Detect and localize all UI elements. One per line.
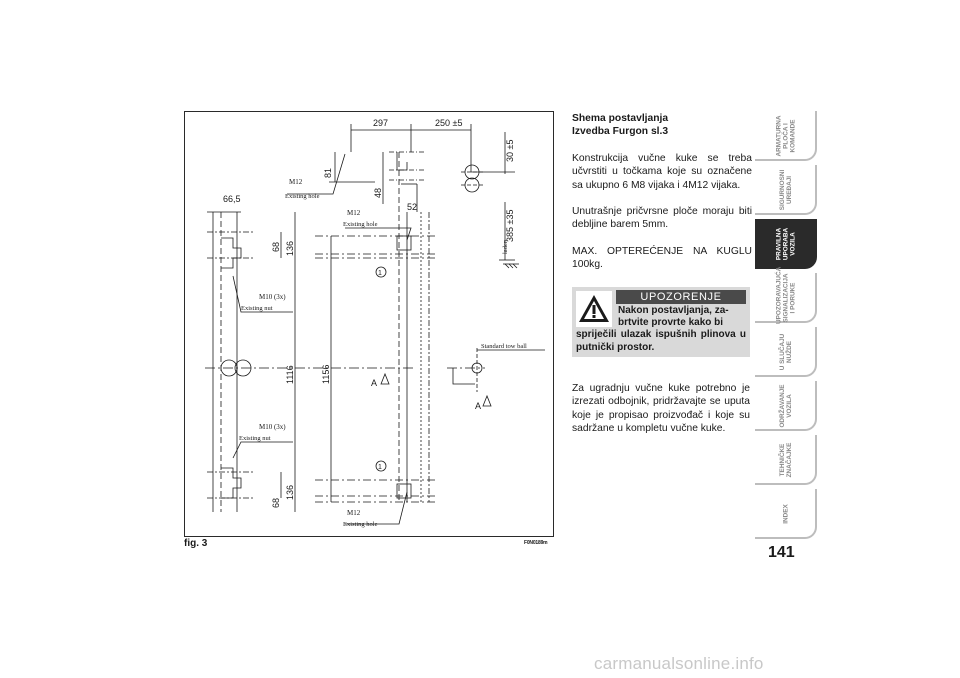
paragraph-2: Unutrašnje pričvrsne ploče moraju biti d… xyxy=(572,206,752,231)
dim-68-top: 68 xyxy=(271,242,281,252)
existing-hole-label-bottom: Existing hole xyxy=(343,521,378,528)
warning-line-1: Nakon postavljanja, za- xyxy=(618,305,729,316)
warning-text: Nakon postavljanja, za- brtvite provrte … xyxy=(576,305,746,354)
dim-1116: 1116 xyxy=(285,365,295,384)
tab-sigurnosni-uredaji[interactable]: SIGURNOSNI UREĐAJI xyxy=(755,165,817,215)
body-text: Shema postavljanja Izvedba Furgon sl.3 K… xyxy=(572,112,752,285)
tab-label: TEHNIČKE ZNAČAJKE xyxy=(779,442,793,478)
m12-label-top: M12 xyxy=(289,178,303,186)
figure-label: fig. 3 xyxy=(184,538,208,549)
dim-30: 30 ±5 xyxy=(505,140,515,162)
page-number: 141 xyxy=(768,544,795,561)
tab-label: INDEX xyxy=(782,504,790,524)
warning-box: UPOZORENJE Nakon postavljanja, za- brtvi… xyxy=(572,287,750,357)
tab-tehnicke-znacajke[interactable]: TEHNIČKE ZNAČAJKE xyxy=(755,435,817,485)
tab-armaturna-ploca[interactable]: ARMATURNA PLOČA I KOMANDE xyxy=(755,111,817,161)
tow-ball-label: Standard tow ball xyxy=(481,343,527,350)
tab-pravilna-uporaba[interactable]: PRAVILNA UPORABA VOZILA xyxy=(755,219,817,269)
warning-line-rest: spriječili ulazak ispušnih plinova u put… xyxy=(576,329,746,353)
paragraph-4: Za ugradnju vučne kuke potrebno je izrez… xyxy=(572,383,750,435)
dim-48: 48 xyxy=(373,188,383,198)
existing-hole-label-middle: Existing hole xyxy=(343,221,378,228)
watermark: carmanualsonline.info xyxy=(594,654,764,673)
paragraph-1: Konstrukcija vučne kuke se treba učvrsti… xyxy=(572,152,752,191)
dim-52: 52 xyxy=(407,202,417,212)
section-heading-2: Izvedba Furgon sl.3 xyxy=(572,126,669,138)
section-a-right: A xyxy=(475,401,481,411)
tab-label: UPOZORAVAJUĆA SIGNALIZACIJA I PORUKE xyxy=(775,266,797,324)
tab-odrzavanje-vozila[interactable]: ODRŽAVANJE VOZILA xyxy=(755,381,817,431)
marker-1-bottom: 1 xyxy=(378,464,382,471)
warning-line-2: brtvite provrte kako bi xyxy=(618,317,724,329)
warning-title: UPOZORENJE xyxy=(616,290,746,304)
m10-label-bottom: M10 (3x) xyxy=(259,423,286,431)
m12-label-middle: M12 xyxy=(347,209,361,217)
dim-66-5: 66,5 xyxy=(223,194,241,204)
dim-1156: 1156 xyxy=(321,365,331,384)
tab-label: ARMATURNA PLOČA I KOMANDE xyxy=(775,115,797,157)
section-heading-1: Shema postavljanja xyxy=(572,113,669,124)
tab-index[interactable]: INDEX xyxy=(755,489,817,539)
tab-label: ODRŽAVANJE VOZILA xyxy=(779,384,793,428)
m10-label-top: M10 (3x) xyxy=(259,293,286,301)
marker-1-top: 1 xyxy=(378,270,382,277)
tab-u-slucaju-nuzde[interactable]: U SLUČAJU NUŽDE xyxy=(755,327,817,377)
paragraph-3: MAX. OPTEREĆENJE NA KUGLU 100kg. xyxy=(572,245,752,271)
dim-136-bottom: 136 xyxy=(285,485,295,500)
dim-250: 250 ±5 xyxy=(435,118,462,128)
tab-label: PRAVILNA UPORABA VOZILA xyxy=(775,227,797,261)
figure-code: F0N0189m xyxy=(524,540,548,546)
tab-label: SIGURNOSNI UREĐAJI xyxy=(779,169,793,211)
tab-label: U SLUČAJU NUŽDE xyxy=(779,333,793,371)
tab-upozoravajuca-signalizacija[interactable]: UPOZORAVAJUĆA SIGNALIZACIJA I PORUKE xyxy=(755,266,817,324)
dim-297: 297 xyxy=(373,118,388,128)
dim-68-bottom: 68 xyxy=(271,498,281,508)
existing-hole-label-top: Existing hole xyxy=(285,193,320,200)
existing-nut-label-bottom: Existing nut xyxy=(239,435,271,442)
diagram-svg: 297 250 ±5 30 ±5 81 48 52 385 ±35 laden … xyxy=(205,118,545,528)
dim-81: 81 xyxy=(323,168,333,178)
dim-385: 385 ±35 xyxy=(505,210,515,242)
m12-label-bottom: M12 xyxy=(347,509,361,517)
tow-hook-diagram: 297 250 ±5 30 ±5 81 48 52 385 ±35 laden … xyxy=(184,111,554,537)
existing-nut-label-top: Existing nut xyxy=(241,305,273,312)
dim-136-top: 136 xyxy=(285,241,295,256)
laden-label: laden xyxy=(502,239,509,254)
section-a-left: A xyxy=(371,378,377,388)
warning-triangle-icon xyxy=(576,291,612,327)
